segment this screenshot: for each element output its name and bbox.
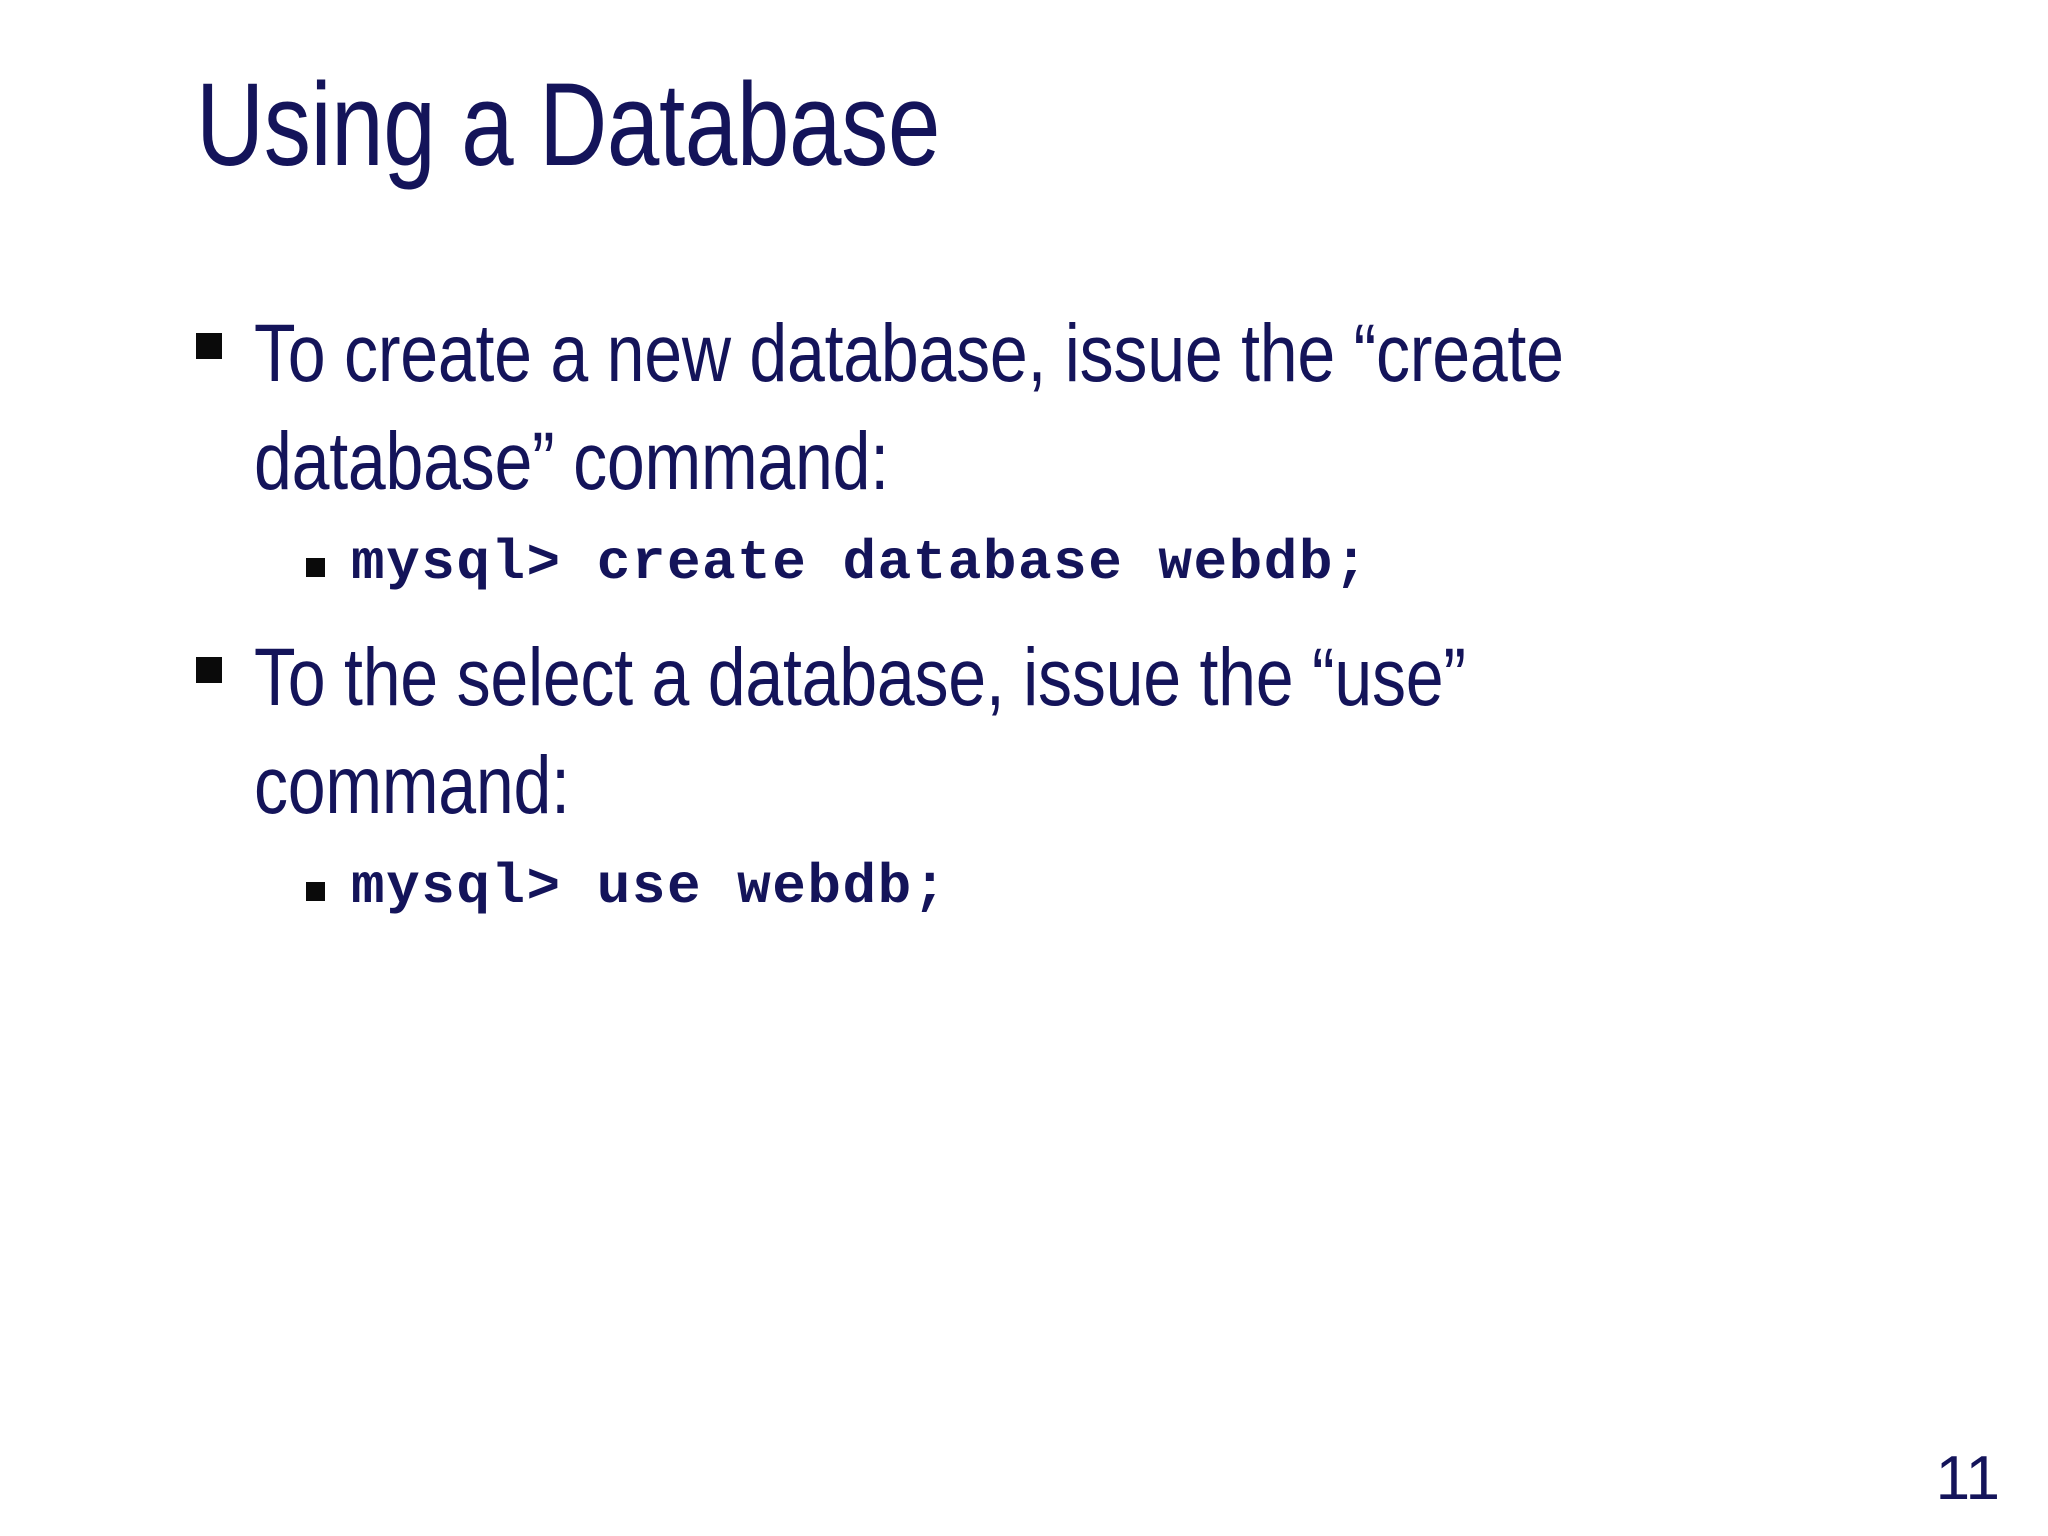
page-title: Using a Database [196,59,941,191]
bullet-square-icon [196,333,222,359]
slide-body: To create a new database, issue the “cre… [196,300,1956,947]
list-item: To the select a database, issue the “use… [196,624,1956,840]
bullet-square-icon [306,882,325,902]
list-item: mysql> create database webdb; [306,530,1956,597]
bullet-square-icon [306,558,325,578]
bullet-square-icon [196,656,222,683]
list-item-label: To create a new database, issue the “cre… [254,308,1564,508]
list-item: mysql> use webdb; [306,854,1956,921]
page-number: 11 [1935,1444,2000,1513]
code-line: mysql> use webdb; [351,855,948,920]
list-item: To create a new database, issue the “cre… [196,300,1956,516]
list-item-label: To the select a database, issue the “use… [254,631,1466,831]
code-line: mysql> create database webdb; [351,531,1370,596]
